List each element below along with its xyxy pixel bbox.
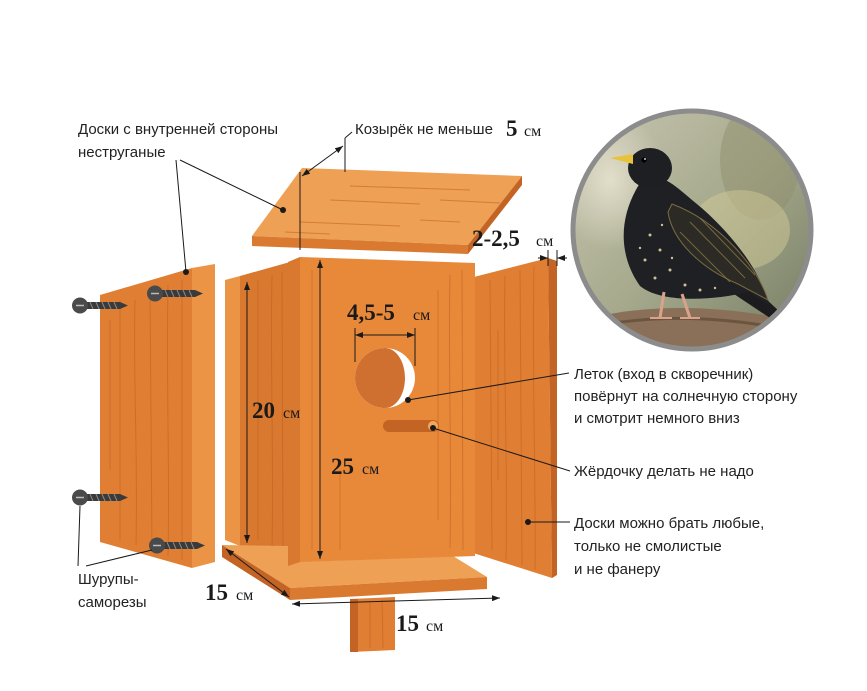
right-board [470,258,557,578]
boards-any-label: Доски можно брать любые, только не смоли… [574,515,768,578]
boards-inner-line-2: неструганые [78,144,166,161]
visor-label: Козырёк не меньше [355,121,493,138]
leader-boards-inner [175,159,286,275]
entrance-hole [355,348,415,408]
screw-icon [147,285,203,302]
left-side-wall [225,262,290,556]
side-height-unit: см [283,405,300,422]
boards-any-line-2: только не смолистые [574,538,722,555]
hole-unit: см [413,307,430,324]
boards-any-line-1: Доски можно брать любые, [574,515,764,532]
entrance-line-2: повёрнут на солнечную сторону [574,388,798,405]
screws-line-1: Шурупы- [78,571,139,588]
screws-line-2: саморезы [78,594,147,611]
depth-value: 15 [205,580,228,605]
front-height-value: 25 [331,454,354,479]
screw-icon [72,297,128,314]
depth-unit: см [236,587,253,604]
width-value: 15 [396,611,419,636]
hole-value: 4,5-5 [347,300,395,325]
entrance-line-3: и смотрит немного вниз [574,410,740,427]
boards-any-line-3: и не фанеру [574,561,661,578]
leader-boards-any [525,519,570,525]
leader-screws [77,505,153,567]
left-board [100,264,215,568]
bottom-board [222,545,487,652]
visor-dimension [299,131,353,250]
thickness-dimension [538,250,567,266]
screw-icon [72,489,128,506]
hole-dimension [354,328,416,366]
leader-perch [430,425,571,472]
visor-unit: см [524,123,541,140]
thickness-unit: см [536,233,553,250]
thickness-value: 2-2,5 [472,226,520,251]
front-height-unit: см [362,461,379,478]
visor-value: 5 [506,116,518,141]
screw-icon [149,537,205,554]
screws-label: Шурупы- саморезы [78,571,147,611]
roof-board [252,168,522,254]
perch-label: Жёрдочку делать не надо [574,463,754,480]
entrance-line-1: Леток (вход в скворечник) [574,366,753,383]
boards-inner-label: Доски с внутренней стороны неструганые [78,121,282,161]
perch-slot [383,420,439,432]
starling-photo [570,108,814,352]
depth-dimension [225,548,290,598]
front-board [288,257,475,566]
leader-entrance [405,372,570,403]
width-dimension [291,595,501,607]
width-unit: см [426,618,443,635]
side-height-value: 20 [252,398,275,423]
entrance-label: Леток (вход в скворечник) повёрнут на со… [574,366,802,427]
boards-inner-line-1: Доски с внутренней стороны [78,121,278,138]
